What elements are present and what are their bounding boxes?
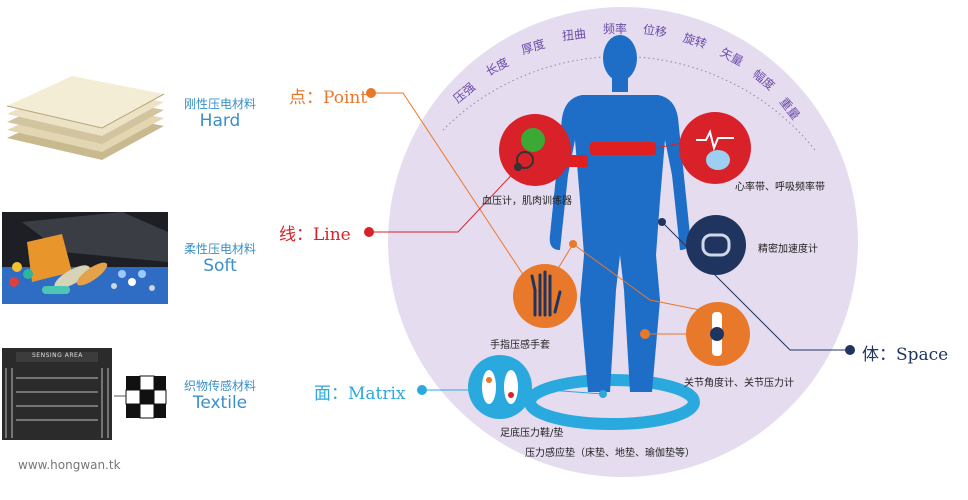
line-connector-line: [369, 149, 536, 233]
parameter-frequency: 频率: [603, 22, 628, 36]
category-matrix-label: 面：Matrix: [314, 384, 406, 404]
arm-cuff-band: [566, 155, 588, 167]
joint-label: 关节角度计、关节压力计: [684, 378, 794, 389]
body-waist-dot: [569, 240, 577, 248]
human-body-figure: [549, 35, 691, 392]
blood-pressure-icon: [499, 114, 571, 186]
soft-material-image: [2, 212, 168, 304]
heart-rate-icon: [679, 112, 751, 184]
hard-material-cn-label: 刚性压电材料: [183, 97, 256, 111]
insole-label: 足底压力鞋/垫: [500, 428, 564, 439]
soft-material-cn-label: 柔性压电材料: [183, 242, 256, 256]
accelerometer-label: 精密加速度计: [758, 244, 818, 255]
heart-rate-label: 心率带、呼吸频率带: [735, 182, 825, 193]
insole-to-foot-line: [547, 389, 604, 395]
soft-material-en-label: Soft: [203, 256, 237, 276]
body-knee-dot: [640, 329, 650, 339]
body-foot-dot: [599, 390, 607, 398]
pressure-mat-label: 压力感应垫（床垫、地垫、瑜伽垫等）: [525, 448, 695, 459]
point-dot: [366, 88, 376, 98]
category-space-label: 体：Space: [862, 345, 949, 365]
space-dot: [845, 345, 855, 355]
point-to-joint-line: [572, 243, 701, 311]
textile-sensing-area-label: SENSING AREA: [32, 352, 83, 359]
textile-material-image: SENSING AREA: [2, 348, 168, 440]
insole-sensor-icon: [468, 355, 532, 419]
joint-sensor-icon: [686, 302, 750, 366]
body-wrist-dot: [658, 218, 666, 226]
matrix-dot: [417, 385, 427, 395]
category-line-label: 线：Line: [279, 225, 351, 245]
point-connector-line: [371, 92, 531, 286]
accelerometer-icon: [686, 215, 746, 275]
chest-heart-rate-band: [590, 142, 656, 155]
pressure-glove-icon: [513, 264, 577, 328]
blood-pressure-label: 血压计，肌肉训练器: [482, 196, 572, 207]
line-dot: [364, 227, 374, 237]
category-point-label: 点：Point: [289, 88, 368, 108]
hard-material-en-label: Hard: [199, 111, 241, 131]
hard-material-image: [2, 68, 168, 164]
textile-material-en-label: Textile: [192, 393, 248, 413]
parameter-displacement: 位移: [642, 22, 668, 40]
website-watermark: www.hongwan.tk: [18, 458, 121, 472]
textile-material-cn-label: 织物传感材料: [183, 379, 256, 393]
parameter-torsion: 扭曲: [561, 26, 587, 44]
pressure-mat-ring: [524, 374, 700, 430]
glove-label: 手指压感手套: [490, 340, 550, 351]
